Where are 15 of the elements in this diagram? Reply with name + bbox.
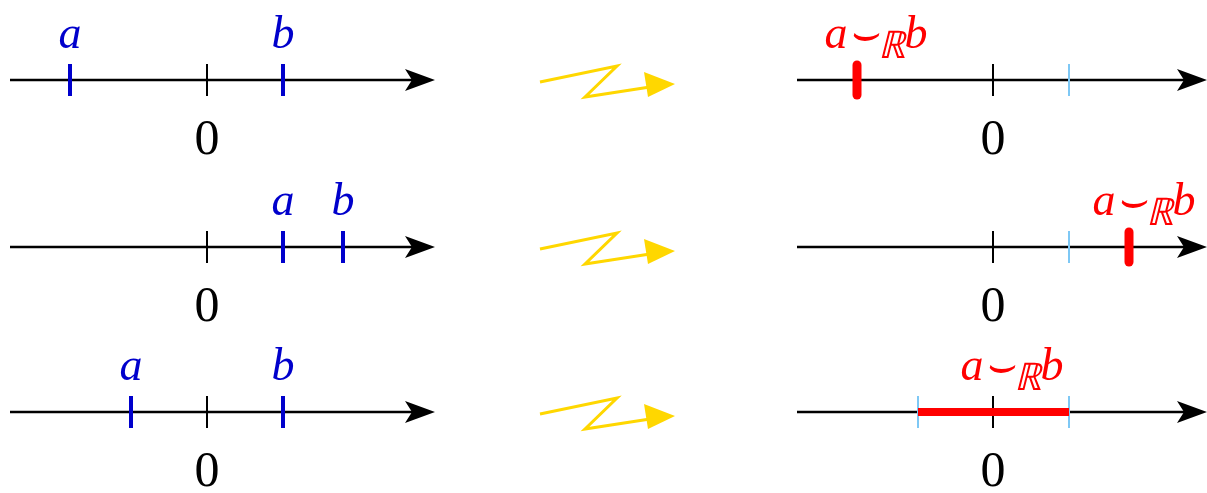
point-label: a (58, 10, 82, 56)
point-label: a⌣$_{ℝ}$b (960, 342, 1064, 397)
zero-label: 0 (194, 112, 220, 162)
point-label: b (331, 177, 355, 223)
zero-label: 0 (194, 279, 220, 329)
point-label: a⌣$_{ℝ}$b (824, 10, 928, 65)
point-label: b (271, 342, 295, 388)
point-label: a (119, 342, 143, 388)
point-label: a (271, 177, 295, 223)
zero-label: 0 (980, 279, 1006, 329)
zero-label: 0 (194, 444, 220, 493)
point-label: a⌣$_{ℝ}$b (1092, 177, 1196, 232)
zero-label: 0 (980, 112, 1006, 162)
point-label: b (271, 10, 295, 56)
zero-label: 0 (980, 444, 1006, 493)
